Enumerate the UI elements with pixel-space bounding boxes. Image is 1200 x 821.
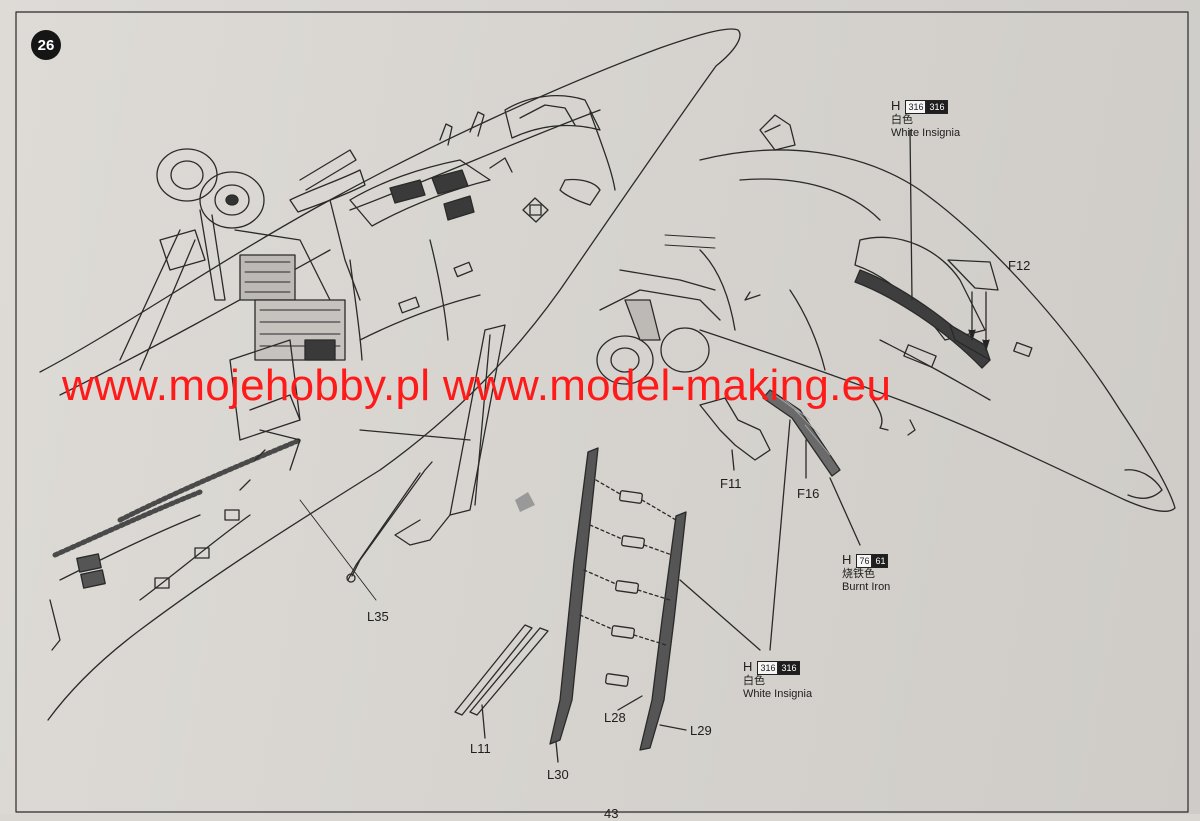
ladder-assembly	[454, 419, 791, 763]
paint-code: 316	[757, 661, 779, 676]
hatch-mark	[515, 492, 535, 512]
part-label-f11: F11	[720, 476, 742, 491]
paint-prefix: H	[842, 552, 852, 567]
part-label-f16: F16	[797, 486, 820, 501]
paint-name-en: Burnt Iron	[842, 581, 891, 594]
paint-code: 76	[856, 554, 873, 569]
step-number-badge: 26	[31, 30, 61, 60]
page-border	[15, 11, 1189, 813]
paint-code: 316	[778, 661, 800, 676]
paint-name-en: White Insignia	[891, 127, 961, 140]
part-label-l29: L29	[690, 723, 712, 738]
paint-code: 316	[926, 100, 948, 115]
paint-prefix: H	[743, 659, 753, 674]
paint-code: 316	[905, 100, 927, 115]
part-label-f12: F12	[1008, 258, 1031, 273]
paint-name-en: White Insignia	[743, 688, 813, 701]
part-label-l28: L28	[604, 710, 626, 725]
part-label-l30: L30	[547, 767, 569, 782]
paint-name-cn: 白色	[891, 114, 913, 127]
right-fuselage	[596, 114, 1176, 546]
part-label-l11: L11	[470, 741, 491, 756]
part-label-l35: L35	[367, 609, 389, 624]
watermark-text: www.mojehobby.pl www.model-making.eu	[62, 361, 892, 410]
paint-code: 61	[872, 554, 889, 569]
paint-prefix: H	[891, 98, 901, 113]
paint-name-cn: 烧铁色	[842, 568, 875, 581]
left-fuselage	[39, 28, 741, 721]
step-number: 26	[37, 36, 55, 54]
paint-name-cn: 白色	[743, 675, 765, 688]
